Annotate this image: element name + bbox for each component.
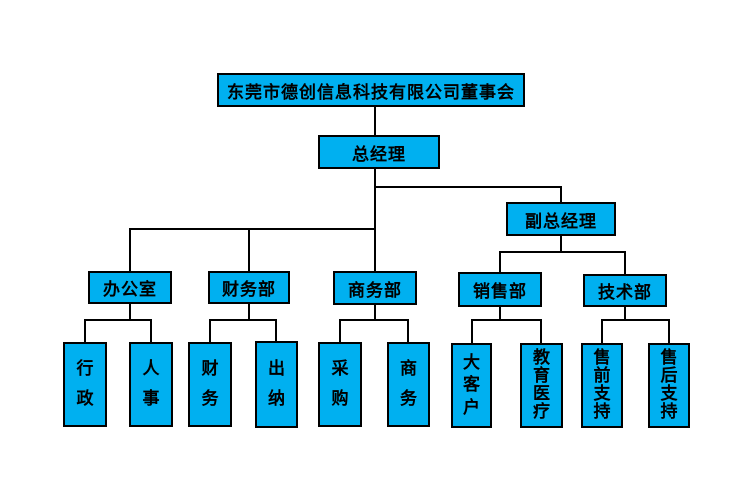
connector-bus-admin [84, 320, 86, 342]
vertical-char: 人 [142, 359, 160, 379]
vertical-char: 医 [533, 384, 550, 404]
org-node-key-account: 大客户 [451, 343, 492, 428]
connector-bus-cashier [275, 320, 277, 342]
connector-bus-sales-dept [499, 252, 501, 272]
connector-bus-office [129, 229, 131, 271]
connector-gm-children-bus [129, 228, 376, 230]
vertical-char: 持 [660, 402, 678, 422]
vertical-char: 支 [660, 384, 678, 404]
vertical-char: 政 [76, 389, 94, 409]
vertical-char: 务 [201, 389, 219, 409]
vertical-char: 大 [463, 352, 480, 373]
org-node-hr: 人事 [129, 342, 173, 427]
org-node-presales-support: 售前支持 [581, 343, 623, 428]
connector-office-stub [129, 304, 131, 320]
connector-bus-purchasing [339, 320, 341, 342]
org-node-sales-dept: 销售部 [458, 272, 542, 307]
org-node-general-manager: 总经理 [318, 135, 440, 169]
org-node-deputy-general-manager: 副总经理 [506, 202, 616, 236]
org-node-admin: 行政 [63, 342, 107, 427]
org-node-business: 商务 [387, 342, 430, 427]
vertical-char: 采 [331, 359, 349, 379]
org-node-cashier: 出纳 [255, 341, 298, 428]
connector-bus-key-account [471, 320, 473, 343]
connector-gm-dgm-h [374, 186, 562, 188]
vertical-char: 售 [660, 348, 678, 368]
vertical-char: 前 [593, 366, 611, 386]
org-node-tech-dept: 技术部 [583, 274, 667, 307]
vertical-char: 事 [142, 389, 160, 409]
connector-business-dept-stub [374, 305, 376, 320]
vertical-char: 商 [400, 359, 417, 379]
connector-sales-dept-children-bus [471, 319, 542, 321]
connector-bus-finance [209, 320, 211, 342]
connector-gm-trunk [374, 169, 376, 274]
org-node-finance-dept: 财务部 [208, 271, 290, 304]
vertical-char: 户 [463, 397, 480, 418]
vertical-char: 教 [533, 348, 550, 368]
connector-finance-dept-children-bus [209, 319, 277, 321]
org-node-business-dept: 商务部 [333, 271, 417, 305]
org-node-purchasing: 采购 [318, 342, 362, 427]
org-node-office: 办公室 [88, 271, 172, 304]
vertical-char: 出 [268, 358, 285, 379]
connector-bus-aftersales-support [668, 320, 670, 343]
connector-dgm-stub [560, 236, 562, 252]
vertical-char: 行 [76, 359, 94, 379]
org-node-edu-medical: 教育医疗 [520, 343, 563, 428]
vertical-char: 售 [593, 348, 611, 368]
connector-sales-dept-stub [499, 307, 501, 320]
connector-business-dept-children-bus [339, 319, 409, 321]
connector-bus-edu-medical [540, 320, 542, 343]
vertical-char: 疗 [533, 402, 550, 422]
vertical-char: 后 [660, 366, 678, 386]
connector-bus-finance-dept [248, 229, 250, 271]
connector-finance-dept-stub [248, 304, 250, 320]
org-node-board: 东莞市德创信息科技有限公司董事会 [217, 73, 525, 107]
vertical-char: 育 [533, 366, 550, 386]
connector-bus-presales-support [601, 320, 603, 343]
vertical-char: 财 [201, 359, 219, 379]
connector-gm-dgm-v [560, 187, 562, 202]
vertical-char: 购 [331, 389, 349, 409]
vertical-char: 持 [593, 402, 611, 422]
connector-board-gm [374, 107, 376, 135]
connector-tech-dept-children-bus [601, 319, 670, 321]
connector-office-children-bus [84, 319, 152, 321]
vertical-char: 支 [593, 384, 611, 404]
vertical-char: 客 [463, 375, 480, 395]
connector-dgm-children-bus [499, 251, 626, 253]
connector-bus-hr [150, 320, 152, 342]
connector-bus-tech-dept [624, 252, 626, 274]
connector-tech-dept-stub [624, 307, 626, 320]
vertical-char: 纳 [268, 389, 285, 410]
vertical-char: 务 [400, 389, 417, 409]
org-node-finance: 财务 [188, 342, 232, 427]
org-node-aftersales-support: 售后支持 [648, 343, 690, 428]
connector-bus-business [407, 320, 409, 342]
